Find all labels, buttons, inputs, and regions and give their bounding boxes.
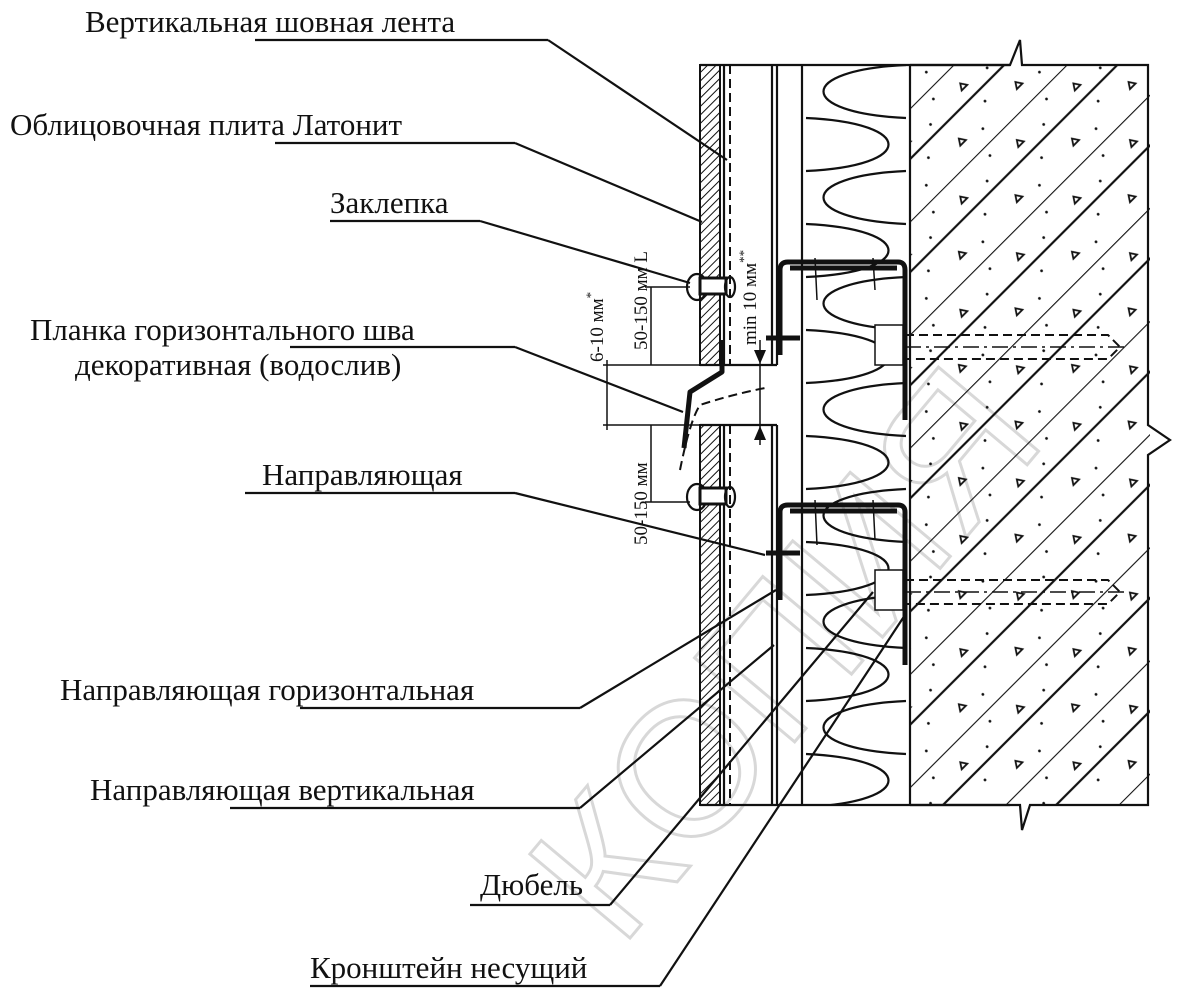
dimension-lines (603, 286, 766, 503)
svg-text:Направляющая горизонтальная: Направляющая горизонтальная (60, 672, 474, 707)
svg-text:Планка горизонтального шва: Планка горизонтального шва (30, 312, 415, 347)
insulation-loop (822, 487, 907, 544)
insulation-loop (805, 116, 890, 173)
insulation-loop (822, 275, 907, 332)
insulation-loop (805, 434, 890, 491)
svg-text:Направляющая: Направляющая (262, 457, 463, 492)
label-guide: Направляющая (245, 457, 766, 557)
label-rivet: Заклепка (330, 185, 691, 285)
concrete-wall (910, 39, 1172, 831)
svg-text:Облицовочная плита Латонит: Облицовочная плита Латонит (10, 107, 402, 142)
water-flow-arrow (679, 387, 766, 471)
insulation-loop (805, 540, 890, 597)
label-dowel: Дюбель (470, 591, 874, 907)
svg-text:Дюбель: Дюбель (480, 867, 583, 902)
svg-text:Заклепка: Заклепка (330, 185, 449, 220)
insulation-loop (805, 222, 890, 279)
insulation-loop (824, 807, 907, 860)
rivet-lower (685, 482, 737, 512)
svg-text:Вертикальная шовная лента: Вертикальная шовная лента (85, 4, 455, 39)
svg-text:Кронштейн несущий: Кронштейн несущий (310, 950, 587, 985)
label-bracket: Кронштейн несущий (310, 614, 906, 988)
horizontal-joint-strip (681, 340, 725, 449)
svg-text:декоративная (водослив): декоративная (водослив) (75, 347, 401, 382)
lower-rivet-dimension: 50-150 мм (631, 462, 652, 545)
insulation-loop (822, 169, 907, 226)
bracket-upper (766, 257, 908, 420)
insulation (800, 65, 912, 860)
insulation-loop (822, 699, 907, 756)
dowel-upper (874, 324, 1125, 366)
gap-dimension: 6-10 мм* (583, 292, 608, 362)
dowel-lower (874, 569, 1125, 611)
svg-text:Направляющая вертикальная: Направляющая вертикальная (90, 772, 475, 807)
insulation-loop (822, 593, 907, 650)
insulation-loop (805, 646, 890, 703)
min-clearance-dimension: min 10 мм** (736, 250, 761, 345)
vertical-guide (700, 65, 779, 805)
insulation-loop (805, 752, 890, 805)
label-vertical-guide: Направляющая вертикальная (90, 644, 775, 810)
label-horizontal-joint-strip: Планка горизонтального шва декоративная … (30, 312, 684, 414)
label-vertical-seam-tape: Вертикальная шовная лента (85, 4, 728, 161)
insulation-loop (822, 381, 907, 438)
upper-rivet-dimension: 50-150 мм L (631, 251, 652, 350)
label-facing-panel: Облицовочная плита Латонит (10, 107, 703, 224)
label-horizontal-guide: Направляющая горизонтальная (60, 589, 777, 710)
bracket-lower (766, 499, 908, 665)
insulation-loop (822, 65, 907, 120)
